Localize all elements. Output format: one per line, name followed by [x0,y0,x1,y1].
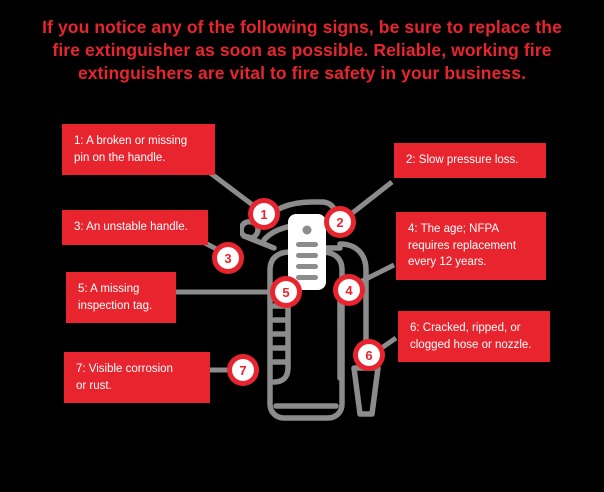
callout-box-3[interactable]: 3: An unstable handle. [62,210,208,245]
badge-number-5: 5 [282,284,290,300]
badge-number-6: 6 [365,347,373,363]
badge-inner-3: 3 [217,247,239,269]
callout-box-2[interactable]: 2: Slow pressure loss. [394,143,546,178]
badge-marker-7[interactable]: 7 [227,354,259,386]
badge-inner-2: 2 [329,211,351,233]
badge-number-1: 1 [260,206,268,222]
callout-5-line-1: 5: A missing [78,283,140,295]
callout-7-line-2: or rust. [76,379,112,392]
badge-inner-5: 5 [275,281,297,303]
headline-line-2: fire extinguisher as soon as possible. R… [52,40,552,60]
badge-marker-4[interactable]: 4 [333,274,365,306]
hose-clip [337,345,343,351]
callout-2-line-1: 2: Slow pressure loss. [406,154,519,166]
callout-3-line-1: 3: An unstable handle. [74,221,188,233]
badge-marker-5[interactable]: 5 [270,276,302,308]
badge-marker-6[interactable]: 6 [353,339,385,371]
badge-number-4: 4 [345,282,353,298]
badge-inner-7: 7 [232,359,254,381]
callout-1-line-1: 1: A broken or missing [74,135,188,147]
callout-4-line-1: 4: The age; NFPA [408,223,499,235]
badge-inner-4: 4 [338,279,360,301]
inspection-tag-line-4 [296,275,318,280]
badge-marker-3[interactable]: 3 [212,242,244,274]
inspection-tag-hole [302,225,312,235]
badge-inner-1: 1 [253,203,275,225]
callout-6-line-1: 6: Cracked, ripped, or [410,322,521,334]
callout-box-1[interactable]: 1: A broken or missing pin on the handle… [62,124,215,175]
nozzle [351,365,381,417]
badge-number-3: 3 [224,250,232,266]
badge-inner-6: 6 [358,344,380,366]
callout-4-line-2: requires replacement [408,239,517,252]
callout-6-line-2: clogged hose or nozzle. [410,338,532,351]
badge-number-2: 2 [336,214,344,230]
inspection-tag [288,214,326,290]
headline-line-3: extinguishers are vital to fire safety i… [77,63,527,83]
badge-number-7: 7 [239,362,247,378]
callout-4-line-3: every 12 years. [408,256,487,268]
callout-5-line-2: inspection tag. [78,299,153,312]
badge-marker-2[interactable]: 2 [324,206,356,238]
cylinder-body [267,249,345,421]
callout-7-line-1: 7: Visible corrosion [76,363,173,375]
callout-box-6[interactable]: 6: Cracked, ripped, or clogged hose or n… [398,311,550,362]
callout-box-7[interactable]: 7: Visible corrosion or rust. [64,352,210,403]
callout-box-4[interactable]: 4: The age; NFPA requires replacement ev… [396,212,546,280]
inspection-tag-line-2 [296,253,318,258]
inspection-tag-line-1 [296,242,318,247]
gauge-stem [337,241,369,355]
callout-1-line-2: pin on the handle. [74,151,166,164]
headline-line-1: If you notice any of the following signs… [42,17,562,37]
inspection-tag-line-3 [296,264,318,269]
page-title: If you notice any of the following signs… [30,16,574,85]
callout-box-5[interactable]: 5: A missing inspection tag. [66,272,176,323]
corrosion-outline [271,297,291,385]
badge-marker-1[interactable]: 1 [248,198,280,230]
